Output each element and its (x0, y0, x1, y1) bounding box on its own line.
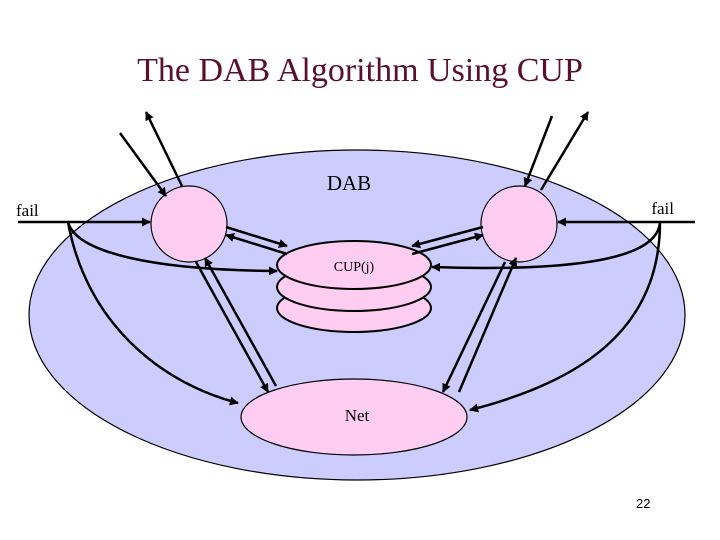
page-number: 22 (636, 496, 651, 511)
node-right-circle (480, 185, 558, 263)
arrows (66, 111, 662, 413)
slide-title: The DAB Algorithm Using CUP (137, 52, 583, 89)
cup-label: CUP(j) (334, 260, 375, 275)
dab-label: DAB (327, 171, 371, 195)
fail-label-right: fail (651, 199, 674, 218)
fail-label-left: fail (16, 201, 39, 220)
node-left-circle (150, 185, 228, 263)
net-label: Net (345, 406, 370, 425)
cup-stack (276, 240, 432, 333)
net-ellipse (240, 378, 468, 456)
